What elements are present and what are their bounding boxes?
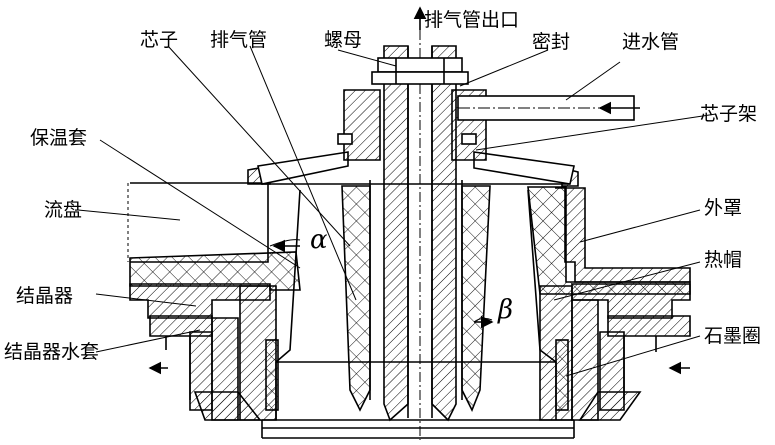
exhaust-pipe xyxy=(383,30,457,440)
label-paiqiguan-chukou: 排气管出口 xyxy=(424,9,519,31)
label-baowentao: 保温套 xyxy=(30,127,87,149)
label-liupan: 流盘 xyxy=(44,199,82,221)
label-luomu: 螺母 xyxy=(324,29,362,51)
crystallizer-left xyxy=(129,283,277,421)
label-shimoquan: 石墨圈 xyxy=(704,325,761,347)
graphite-rings xyxy=(265,339,569,411)
alpha-symbol: α xyxy=(310,225,328,255)
labels: 芯子 排气管 螺母 排气管出口 密封 进水管 芯子架 保温套 流盘 外罩 热帽 … xyxy=(4,9,761,363)
label-waizhao: 外罩 xyxy=(704,197,742,219)
core xyxy=(341,180,491,412)
label-mifeng: 密封 xyxy=(532,31,570,53)
mold-cavity xyxy=(261,189,575,439)
flow-disc xyxy=(127,182,269,263)
label-jiejingqi: 结晶器 xyxy=(16,285,73,307)
inlet-water-pipe xyxy=(457,95,640,121)
label-remao: 热帽 xyxy=(704,249,742,271)
label-xinzi: 芯子 xyxy=(140,29,178,51)
beta-symbol: β xyxy=(497,295,513,325)
leader-lines xyxy=(77,45,717,377)
nut xyxy=(371,57,469,85)
angle-marks: α β xyxy=(269,225,513,329)
label-jiejingqi-shuitao: 结晶器水套 xyxy=(4,341,99,363)
water-arrows xyxy=(148,6,690,375)
label-xinzijia: 芯子架 xyxy=(700,103,757,125)
label-jinshuiguan: 进水管 xyxy=(622,31,679,53)
label-paiqiguan: 排气管 xyxy=(210,29,267,51)
